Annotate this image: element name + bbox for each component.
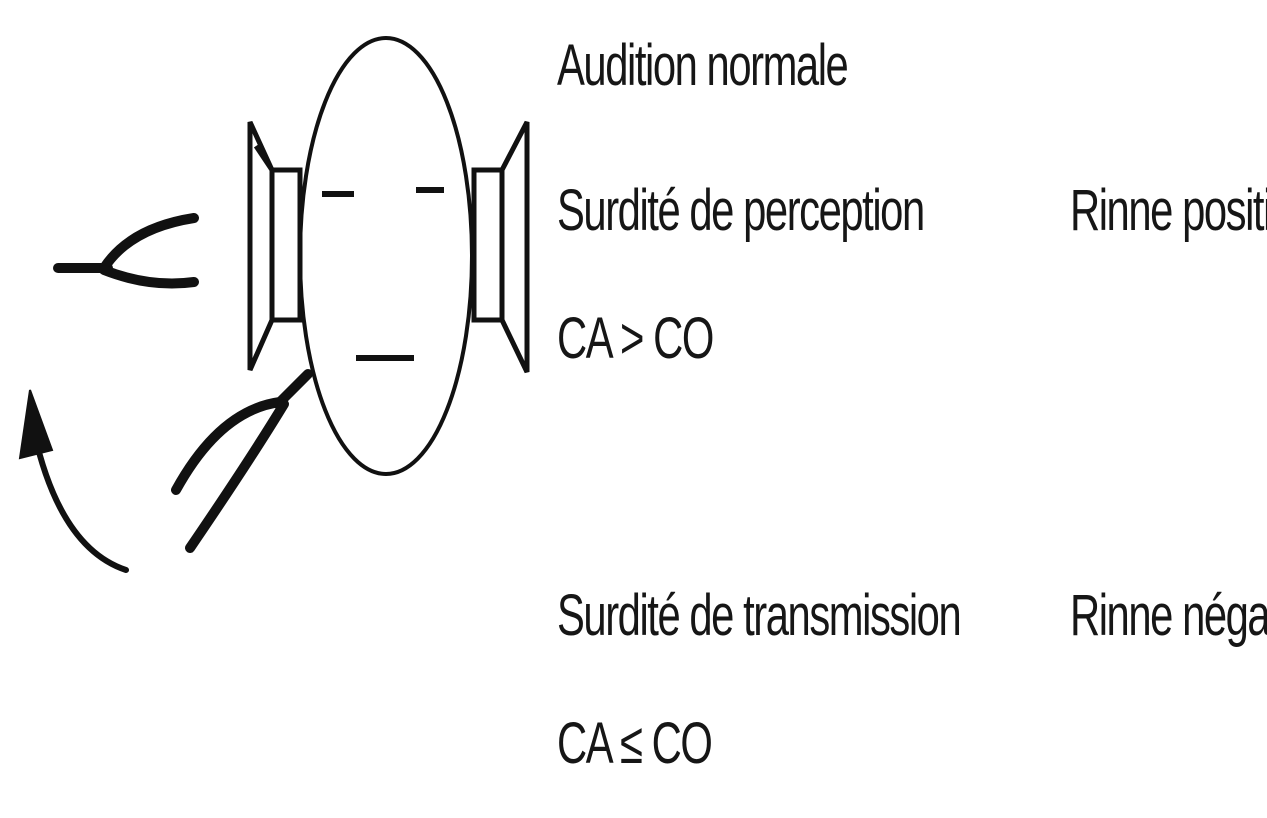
face-marks (322, 187, 444, 361)
tuning-fork-icon (53, 213, 199, 289)
rinne-test-illustration (18, 36, 530, 573)
label-rinne-negative: Rinne négatif (1070, 583, 1267, 648)
tuning-fork-icon (171, 369, 313, 553)
label-sensorineural-relation: CA > CO (557, 306, 714, 371)
ear-icon (471, 120, 530, 374)
label-sensorineural: Surdité de perception (557, 178, 925, 243)
label-normal-hearing: Audition normale (557, 33, 849, 98)
label-conductive: Surdité de transmission (557, 583, 962, 648)
ear-icon (247, 120, 303, 372)
label-rinne-positive: Rinne positif (1070, 178, 1267, 243)
head-outline-icon (298, 36, 474, 476)
curved-arrow-icon (18, 389, 129, 573)
label-conductive-relation: CA ≤ CO (557, 711, 713, 776)
